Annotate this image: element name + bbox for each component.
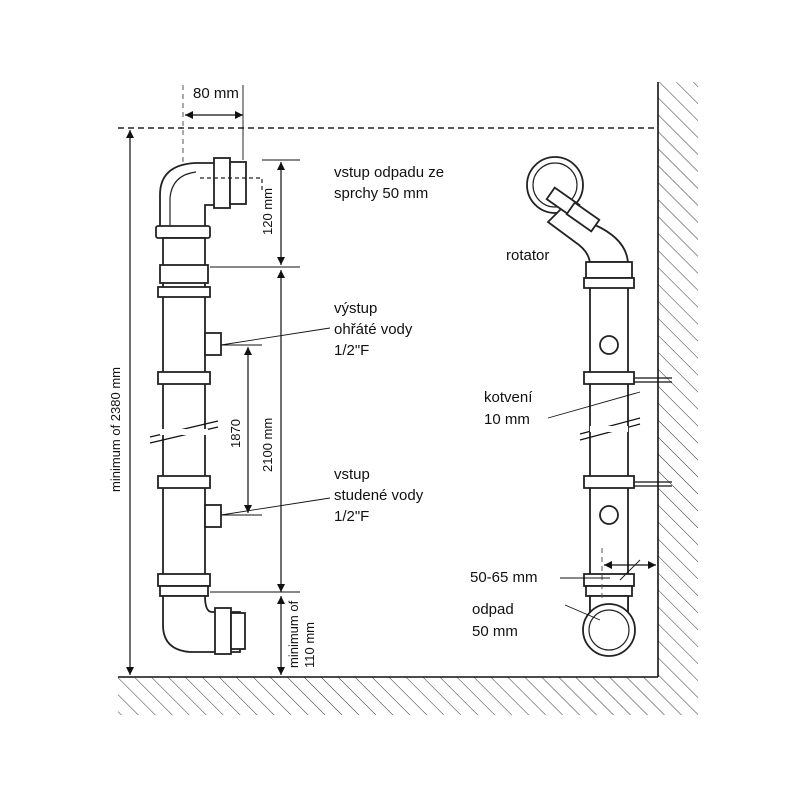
anchor-label-1: kotvení [484,389,533,406]
wall [657,82,698,677]
wall-gap-label: 50-65 mm [470,569,538,586]
svg-text:kotvení 10 mm: kotvení 10 mm [484,389,537,428]
floor-gap-label-2: 110 mm [302,622,317,668]
dim-1870: 1870 [221,344,262,516]
dim-110: minimum of 110 mm [277,596,317,675]
floor [118,676,698,715]
svg-text:vstup odpadu ze sprchy 50: vstup odpadu ze sprchy 50 mm [334,164,448,202]
rotator-label: rotator [506,247,549,264]
anchor-label-2: 10 mm [484,411,530,428]
svg-text:vstup studené vody 1/2: vstup studené vody 1/2"F [334,466,427,525]
hot-outlet-label-2: ohřáté vody [334,321,413,338]
hot-outlet-label-1: výstup [334,300,377,317]
shower-inlet-label-1: vstup odpadu ze [334,164,444,181]
hot-outlet-label-3: 1/2"F [334,342,369,359]
dim-50-65 [560,559,656,581]
svg-text:výstup ohřáté vody 1/2: výstup ohřáté vody 1/2"F [334,300,417,359]
svg-text:odpad 50 mm: odpad 50 mm [472,601,518,640]
left-pipe-assembly [149,85,263,655]
cold-inlet-label-1: vstup [334,466,370,483]
drain-label-2: 50 mm [472,623,518,640]
dim-2380: minimum of 2380 mm [108,130,134,675]
dim-120: 120 mm [210,159,300,268]
right-pipe-assembly [526,156,672,657]
shower-inlet-label-2: sprchy 50 mm [334,185,428,202]
offset-label: 80 mm [193,85,239,102]
dim-2100: 2100 mm [210,270,300,593]
dim-120-label: 120 mm [260,188,275,235]
cold-inlet-label-3: 1/2"F [334,508,369,525]
dim-2100-label: 2100 mm [260,418,275,472]
dim-80: 80 mm [185,85,243,119]
drain-label-1: odpad [472,601,514,618]
dim-1870-label: 1870 [228,419,243,448]
total-height-label: minimum of 2380 mm [108,367,123,492]
cold-inlet-label-2: studené vody [334,487,424,504]
floor-gap-label-1: minimum of [286,600,301,668]
